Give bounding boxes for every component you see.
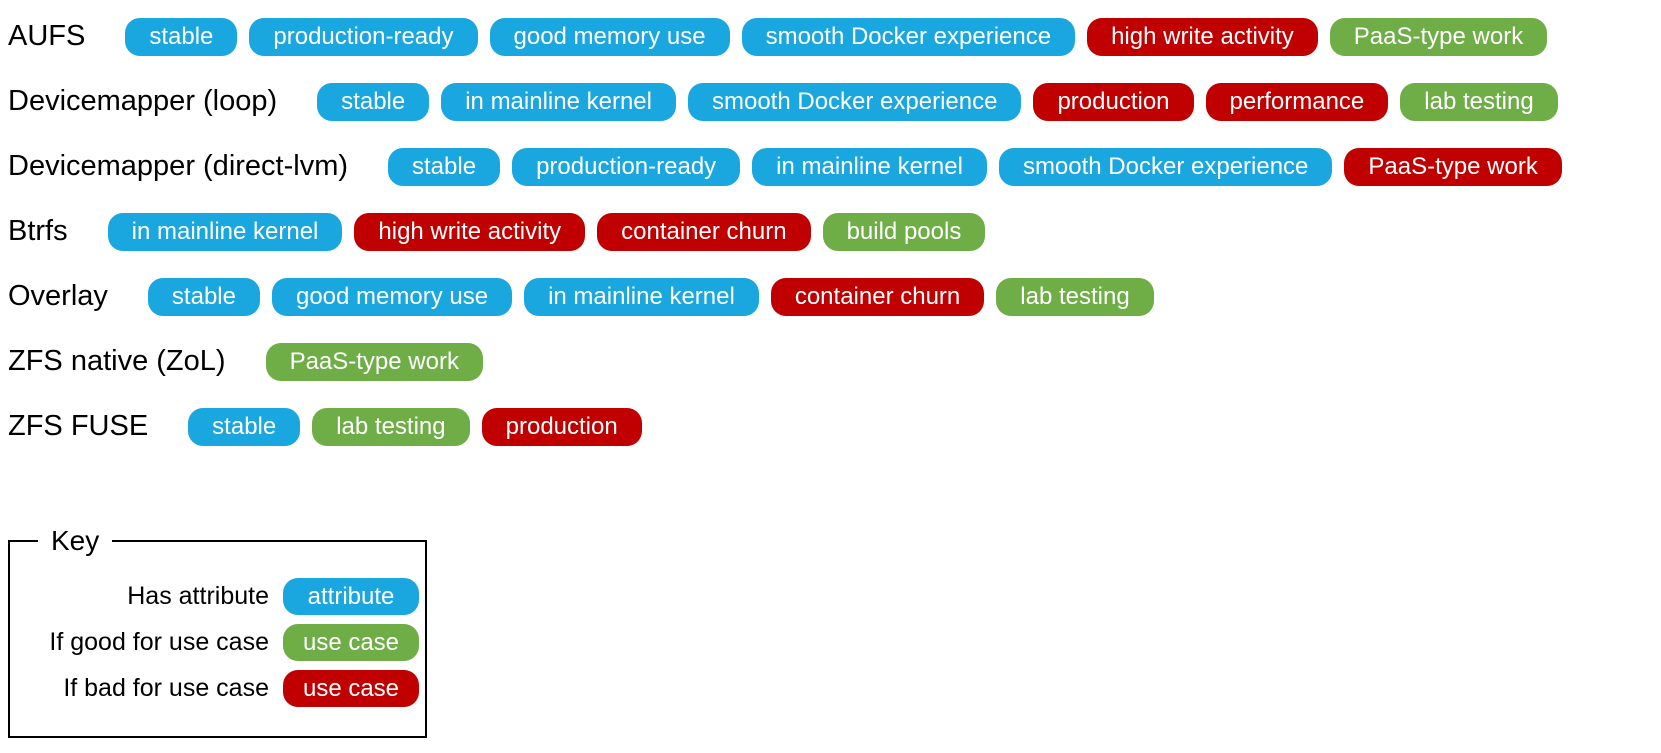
driver-label: Btrfs — [8, 215, 68, 247]
key-entry-label: If good for use case — [49, 628, 269, 656]
key-box: Key Has attribute attribute If good for … — [8, 525, 427, 738]
tag-pill: lab testing — [996, 277, 1154, 316]
tag-pill: production — [1033, 82, 1194, 121]
key-entry: Has attribute attribute — [16, 578, 419, 615]
tag-list: in mainline kernel high write activity c… — [107, 212, 986, 251]
driver-label: Devicemapper (loop) — [8, 85, 278, 117]
tag-pill: container churn — [770, 277, 985, 316]
driver-label: AUFS — [8, 20, 86, 52]
key-entry: If bad for use case use case — [16, 670, 419, 707]
driver-label: Devicemapper (direct-lvm) — [8, 150, 349, 182]
key-entry: If good for use case use case — [16, 624, 419, 661]
driver-row: Overlay stable good memory use in mainli… — [8, 264, 1661, 329]
driver-label: ZFS native (ZoL) — [8, 345, 226, 377]
tag-pill: in mainline kernel — [524, 277, 759, 316]
tag-pill: in mainline kernel — [441, 82, 676, 121]
tag-pill: good memory use — [271, 277, 513, 316]
tag-pill: production — [481, 407, 642, 446]
tag-pill: stable — [317, 82, 430, 121]
tag-list: stable lab testing production — [188, 407, 642, 446]
driver-label: ZFS FUSE — [8, 410, 149, 442]
key-tag-pill: use case — [283, 624, 419, 661]
tag-pill: in mainline kernel — [752, 147, 987, 186]
tag-pill: PaaS-type work — [1329, 17, 1548, 56]
key-entry-label: Has attribute — [127, 582, 269, 610]
tag-list: stable production-ready in mainline kern… — [388, 147, 1562, 186]
driver-row: ZFS FUSE stable lab testing production — [8, 394, 1661, 459]
key-tag-pill: attribute — [283, 578, 419, 615]
tag-pill: PaaS-type work — [1344, 147, 1562, 186]
tag-pill: high write activity — [354, 212, 586, 251]
driver-row: Devicemapper (loop) stable in mainline k… — [8, 69, 1661, 134]
key-entries: Has attribute attribute If good for use … — [16, 578, 419, 707]
tag-pill: container churn — [597, 212, 811, 251]
driver-row: Devicemapper (direct-lvm) stable product… — [8, 134, 1661, 199]
tag-pill: smooth Docker experience — [998, 147, 1333, 186]
tag-pill: stable — [147, 277, 260, 316]
driver-row: Btrfs in mainline kernel high write acti… — [8, 199, 1661, 264]
tag-pill: build pools — [822, 212, 986, 251]
driver-label: Overlay — [8, 280, 108, 312]
key-title: Key — [51, 525, 100, 556]
driver-rows: AUFS stable production-ready good memory… — [8, 4, 1661, 459]
tag-pill: stable — [388, 147, 501, 186]
tag-pill: lab testing — [312, 407, 470, 446]
tag-pill: lab testing — [1400, 82, 1558, 121]
driver-row: ZFS native (ZoL) PaaS-type work — [8, 329, 1661, 394]
tag-pill: in mainline kernel — [107, 212, 343, 251]
tag-pill: high write activity — [1087, 17, 1318, 56]
tag-pill: PaaS-type work — [265, 342, 483, 381]
key-tag-pill: use case — [283, 670, 419, 707]
driver-row: AUFS stable production-ready good memory… — [8, 4, 1661, 69]
tag-pill: good memory use — [489, 17, 730, 56]
tag-list: stable good memory use in mainline kerne… — [147, 277, 1154, 316]
tag-pill: performance — [1205, 82, 1389, 121]
tag-pill: stable — [188, 407, 301, 446]
tag-pill: smooth Docker experience — [741, 17, 1076, 56]
tag-pill: production-ready — [512, 147, 741, 186]
tag-list: stable production-ready good memory use … — [125, 17, 1548, 56]
key-entry-label: If bad for use case — [63, 674, 269, 702]
tag-pill: production-ready — [249, 17, 478, 56]
tag-list: PaaS-type work — [265, 342, 483, 381]
tag-pill: smooth Docker experience — [687, 82, 1022, 121]
tag-list: stable in mainline kernel smooth Docker … — [317, 82, 1558, 121]
tag-pill: stable — [125, 17, 238, 56]
